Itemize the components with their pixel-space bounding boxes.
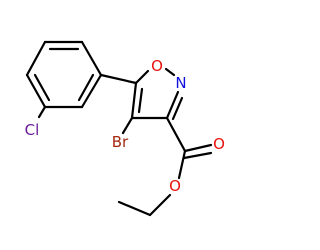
bond-c-cl: [37, 105, 47, 119]
bond: [134, 69, 150, 85]
bond-c-br: [121, 116, 134, 135]
bond: [165, 116, 187, 153]
bond-carbonyl: [182, 151, 213, 160]
bond-inner: [33, 73, 51, 102]
bond: [80, 40, 103, 77]
bond: [165, 90, 180, 120]
bond: [148, 193, 172, 217]
ester-group: [117, 116, 213, 217]
bond: [117, 200, 152, 217]
chlorine-label: Cl: [25, 121, 40, 139]
bond-carbonyl: [183, 143, 213, 153]
bond: [171, 96, 184, 121]
bond-aryl-link: [99, 73, 138, 85]
bond: [130, 81, 138, 120]
bond: [25, 40, 47, 77]
nitrogen-label: N: [175, 74, 186, 92]
molecule-structure: O N Br Cl O O: [25, 40, 225, 217]
bond-inner: [77, 73, 95, 102]
bond: [177, 149, 187, 180]
oxygen-ring-label: O: [151, 57, 163, 75]
phenyl-ring: [25, 40, 103, 109]
isoxazole-ring: [130, 67, 184, 121]
bromine-label: Br: [112, 133, 129, 151]
oxygen-carbonyl-label: O: [213, 135, 225, 153]
bond-inner: [137, 87, 144, 114]
oxygen-ester-label: O: [169, 177, 181, 195]
bond: [164, 67, 176, 77]
bond: [25, 73, 47, 109]
bond: [80, 73, 103, 109]
